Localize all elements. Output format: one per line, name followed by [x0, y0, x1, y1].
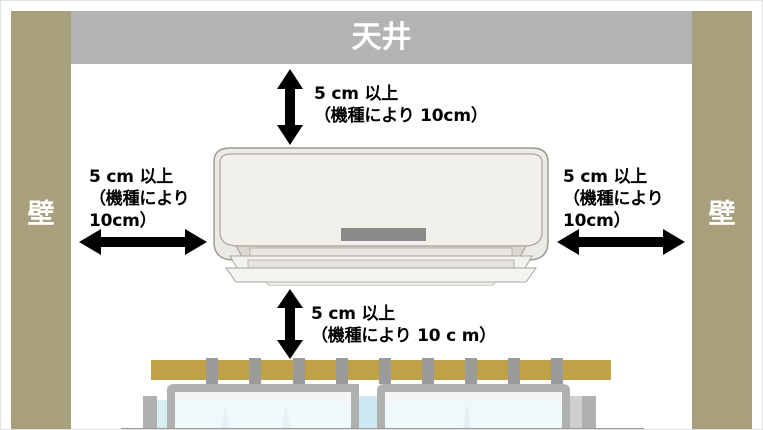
- wall-right: 壁: [692, 11, 752, 429]
- clearance-label-left: 5 cm 以上 （機種により 10cm）: [89, 167, 190, 231]
- ceiling-label: 天井: [351, 19, 412, 55]
- air-conditioner-unit: [206, 146, 556, 286]
- clearance-label-top: 5 cm 以上 （機種により 10cm）: [314, 84, 488, 126]
- clearance-label-right: 5 cm 以上 （機種により 10cm）: [563, 167, 664, 231]
- window-and-curtain-rail: [121, 346, 644, 429]
- clearance-label-bottom: 5 cm 以上 （機種により 10 c m）: [311, 304, 497, 346]
- clearance-arrow-bottom: [276, 289, 304, 359]
- clearance-arrow-right: [557, 229, 685, 255]
- ceiling-band: 天井: [71, 11, 692, 64]
- wall-left: 壁: [11, 11, 71, 429]
- clearance-arrow-left: [79, 229, 207, 255]
- wall-left-label: 壁: [27, 199, 55, 230]
- clearance-arrow-top: [276, 69, 304, 145]
- wall-right-label: 壁: [708, 199, 736, 230]
